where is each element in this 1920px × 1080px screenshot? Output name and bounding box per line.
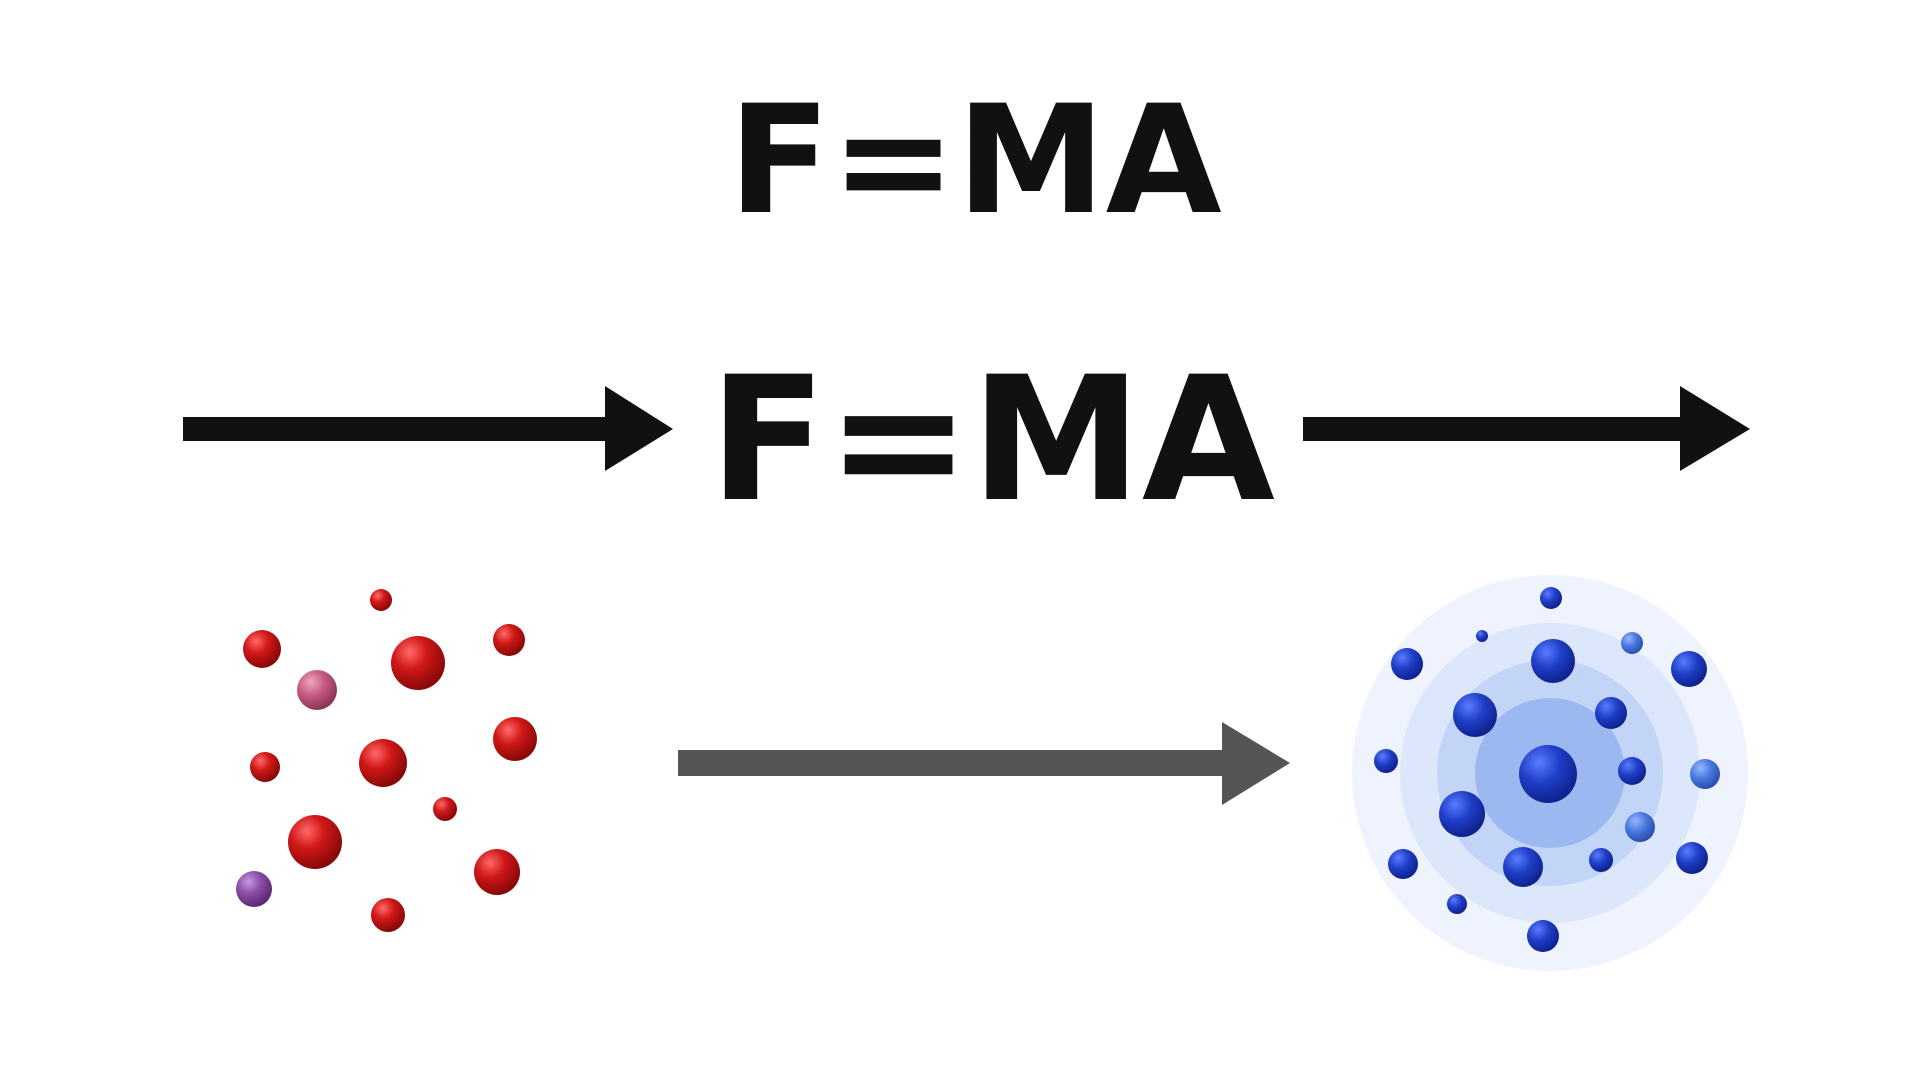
electron [1374,749,1398,773]
electron [1527,920,1559,952]
particle [474,849,520,895]
right-arrow-icon [1303,386,1750,471]
particle [288,815,342,869]
particle [243,630,281,668]
electron [1676,842,1708,874]
electron [1531,639,1575,683]
electron [1447,894,1467,914]
electron [1503,847,1543,887]
particle [370,589,392,611]
particle [359,739,407,787]
electron [1439,791,1485,837]
electron [1621,632,1643,654]
electron [1671,651,1707,687]
particle [433,797,457,821]
electron [1540,587,1562,609]
electron [1618,757,1646,785]
electron [1476,630,1488,642]
electron [1595,697,1627,729]
electron [1391,648,1423,680]
formula-center: F=MA [709,339,1275,540]
particle-cluster-icon [236,589,537,932]
particle [250,752,280,782]
particle [391,636,445,690]
electron [1388,849,1418,879]
transform-arrow-icon [678,722,1290,805]
particle [493,624,525,656]
electron [1453,693,1497,737]
electron [1625,812,1655,842]
electron [1589,848,1613,872]
particle [297,670,337,710]
atom-icon [1352,575,1748,971]
electron [1690,759,1720,789]
particle [236,871,272,907]
particle [493,717,537,761]
left-arrow-icon [183,386,673,471]
particle [371,898,405,932]
formula-top: F=MA [728,74,1222,248]
electron [1519,745,1577,803]
